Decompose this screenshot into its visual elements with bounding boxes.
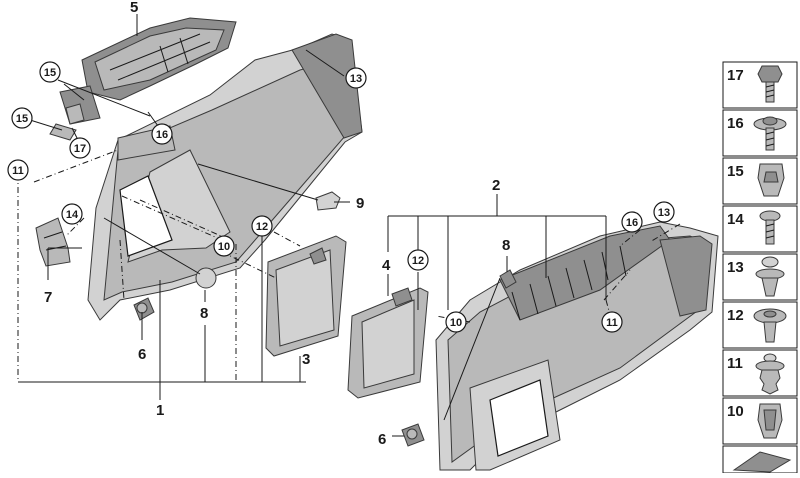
callout-14: 14 [66, 209, 79, 221]
leader-lines [17, 14, 681, 437]
tree-clip-11-icon [755, 353, 785, 395]
expanding-rivet-13-icon [755, 256, 785, 297]
callout-11: 11 [12, 165, 24, 177]
washer-screw-16-icon [753, 116, 787, 151]
callout-10b: 10 [450, 317, 462, 329]
callout-labels: 5 15 15 17 16 13 11 14 10 12 9 7 6 8 3 1… [7, 0, 675, 448]
callout-6: 6 [138, 346, 146, 363]
side-panel-part-2 [435, 221, 719, 471]
callout-1: 1 [156, 402, 164, 419]
clip-nut-15-icon [757, 163, 785, 197]
bracket-part-7 [35, 217, 71, 267]
legend-label-11: 11 [727, 355, 743, 372]
callout-13b: 13 [658, 207, 670, 219]
legend-label-16: 16 [727, 115, 744, 132]
legend-label-12: 12 [727, 307, 744, 324]
callout-5: 5 [130, 0, 138, 16]
callout-10: 10 [218, 241, 230, 253]
hex-bolt-17-icon [757, 65, 783, 103]
callout-7: 7 [44, 289, 52, 306]
screw-14-icon [759, 210, 781, 245]
legend-label-10: 10 [727, 403, 744, 420]
plug-part-9 [315, 191, 341, 211]
callout-15b: 15 [16, 113, 28, 125]
callout-2: 2 [492, 177, 500, 194]
push-button-part-6b [401, 423, 425, 447]
fastener-legend: 17 16 15 14 13 12 11 10 [722, 61, 798, 474]
callout-16b: 16 [626, 217, 638, 229]
cap-part-8 [195, 267, 217, 289]
callout-8: 8 [200, 305, 208, 322]
cover-panel-part-4 [347, 287, 429, 399]
callout-9: 9 [356, 195, 364, 212]
cover-panel-part-3 [265, 235, 347, 357]
callout-3: 3 [302, 351, 310, 368]
legend-label-13: 13 [727, 259, 744, 276]
legend-label-14: 14 [727, 211, 744, 228]
callout-ring-15 [39, 61, 61, 83]
push-button-part-6 [133, 297, 155, 321]
arrow-icon [732, 451, 792, 473]
callout-6b: 6 [378, 431, 386, 448]
spring-clip-10-icon [757, 403, 783, 439]
callout-4: 4 [382, 257, 391, 274]
callout-12: 12 [256, 221, 268, 233]
legend-label-15: 15 [727, 163, 744, 180]
callout-15: 15 [44, 67, 56, 79]
callout-16: 16 [156, 129, 168, 141]
callout-8b: 8 [502, 237, 510, 254]
rivet-12-icon [753, 308, 787, 343]
callout-12b: 12 [412, 255, 424, 267]
callout-13: 13 [350, 73, 362, 85]
callout-17: 17 [74, 143, 86, 155]
callout-11b: 11 [606, 317, 618, 329]
legend-label-17: 17 [727, 67, 744, 84]
